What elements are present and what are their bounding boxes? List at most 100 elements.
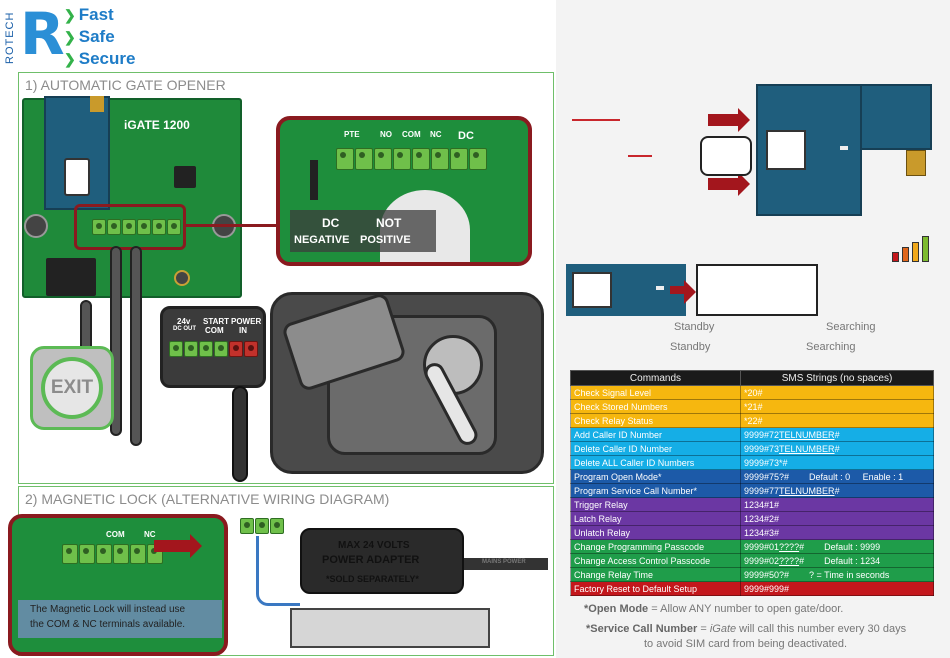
footnote-open-mode-key: *Open Mode <box>584 603 649 615</box>
section-title-magnetic-lock: 2) MAGNETIC LOCK (ALTERNATIVE WIRING DIA… <box>25 491 390 507</box>
sim-card-icon <box>700 136 752 176</box>
microcontroller-chip <box>174 166 196 188</box>
command-cell: Change Access Control Passcode <box>570 553 741 568</box>
sms-string: 9999#50?# ? = Time in seconds <box>744 569 890 580</box>
gate-controller: 24v DC OUT START COM POWER IN <box>160 306 266 388</box>
insert-arrow-bottom-icon <box>708 172 750 196</box>
power-adapter: MAX 24 VOLTS POWER ADAPTER *SOLD SEPARAT… <box>300 528 464 594</box>
zoom-label-com: COM <box>402 130 421 139</box>
command-cell: Change Programming Passcode <box>570 539 741 554</box>
sms-tail: # <box>834 443 840 454</box>
maglock-label-nc: NC <box>144 530 156 539</box>
maglock-label-com: COM <box>106 530 125 539</box>
sms-placeholder: TELNUMBER <box>779 429 835 440</box>
zoom-overlay-band <box>290 210 436 252</box>
sms-placeholder: TELNUMBER <box>779 485 835 496</box>
sms-cell: *21# <box>740 399 934 414</box>
sim-slot-icon <box>766 130 806 170</box>
maglock-note-band <box>18 600 222 638</box>
overlay-not: NOT <box>376 216 402 230</box>
tagline-secure: Secure <box>64 48 136 70</box>
command-cell: Delete ALL Caller ID Numbers <box>570 455 741 470</box>
sms-tail: # Default : 1234 <box>799 555 881 566</box>
controller-power-terminals <box>229 341 258 357</box>
table-body: Check Signal Level*20#Check Stored Numbe… <box>570 385 934 596</box>
zoom-connector-line <box>186 224 278 227</box>
antenna-connector <box>90 96 104 112</box>
sms-string: 9999#01 <box>744 541 780 552</box>
status-standby-bottom: Standby <box>670 341 711 353</box>
mains-power-label: MAINS POWER <box>482 559 526 565</box>
exit-button-device: EXIT <box>30 346 114 430</box>
sms-placeholder: ???? <box>779 541 800 552</box>
command-cell: Program Open Mode* <box>570 469 741 484</box>
exit-button-label: EXIT <box>50 377 94 398</box>
command-cell: Unlatch Relay <box>570 525 741 540</box>
sms-command-table: Commands SMS Strings (no spaces) Check S… <box>570 370 934 596</box>
sim-holder-icon <box>64 158 90 196</box>
header-sms-strings: SMS Strings (no spaces) <box>740 370 934 386</box>
command-cell: Program Service Call Number* <box>570 483 741 498</box>
table-row: Program Service Call Number*9999#77TELNU… <box>570 483 934 498</box>
tagline-safe: Safe <box>64 26 135 48</box>
searching-arrow-icon <box>670 280 696 304</box>
adapter-line2: POWER ADAPTER <box>322 554 420 566</box>
terminal-zoom-view: PTE NO COM NC DC DC NOT NEGATIVE POSITIV… <box>276 116 532 266</box>
zoom-label-nc: NC <box>430 130 442 139</box>
sms-cell: 9999#01????# Default : 9999 <box>740 539 934 554</box>
adapter-note: *SOLD SEPARATELY* <box>326 574 419 584</box>
footnote-service-mid: = <box>697 623 710 635</box>
header-commands: Commands <box>570 370 741 386</box>
sms-cell: 1234#2# <box>740 511 934 526</box>
status-searching-top: Searching <box>826 321 876 333</box>
sms-string: *22# <box>744 415 763 426</box>
section-gate-opener: 1) AUTOMATIC GATE OPENER <box>18 72 554 484</box>
sms-cell: 9999#999# <box>740 581 934 596</box>
board-label: iGATE 1200 <box>124 118 190 132</box>
sms-cell: 9999#73TELNUMBER# <box>740 441 934 456</box>
table-row: Check Relay Status*22# <box>570 413 934 428</box>
ctrl-label-start: START <box>203 317 230 326</box>
standby-sim-icon <box>572 272 612 308</box>
footnote-service-call: *Service Call Number = iGate will call t… <box>586 623 906 635</box>
pcb-terminal-block <box>92 219 181 235</box>
sms-cell: 1234#1# <box>740 497 934 512</box>
ctrl-label-in: IN <box>239 326 247 335</box>
maglock-note-line2: the COM & NC terminals available. <box>30 619 186 630</box>
status-standby-top: Standby <box>674 321 715 333</box>
sms-string: 1234#3# <box>744 527 780 538</box>
sms-placeholder: ???? <box>779 555 800 566</box>
rotech-logo: ROTECH R Fast Safe Secure <box>0 0 170 70</box>
sim-module-board <box>756 84 862 216</box>
sms-cell: *20# <box>740 385 934 400</box>
sms-cell: 9999#72TELNUMBER# <box>740 427 934 442</box>
zoom-label-no: NO <box>380 130 392 139</box>
sms-string: 9999#77 <box>744 485 780 496</box>
sms-string: 9999#999# <box>744 583 790 594</box>
sms-placeholder: TELNUMBER <box>779 443 835 454</box>
signal-strength-icon <box>892 236 929 262</box>
footnote-service-key: *Service Call Number <box>586 623 698 635</box>
footnote-service-brand: iGate <box>709 623 737 635</box>
ctrl-label-power: POWER <box>231 317 262 326</box>
footnote-service-text: will call this number every 30 days <box>736 623 907 635</box>
command-cell: Check Stored Numbers <box>570 399 741 414</box>
maglock-arrow-icon <box>154 534 202 558</box>
logo-vertical-text: ROTECH <box>4 11 16 64</box>
zoom-label-dc: DC <box>458 130 474 142</box>
command-cell: Check Relay Status <box>570 413 741 428</box>
ctrl-label-24v: 24v <box>177 317 191 326</box>
magnetic-lock-device <box>290 608 490 648</box>
command-cell: Change Relay Time <box>570 567 741 582</box>
footnote-service-line2: to avoid SIM card from being deactivated… <box>644 638 847 650</box>
status-led <box>840 146 848 150</box>
tagline-fast: Fast <box>64 4 135 26</box>
standby-led <box>656 286 664 290</box>
sms-cell: 9999#77TELNUMBER# <box>740 483 934 498</box>
